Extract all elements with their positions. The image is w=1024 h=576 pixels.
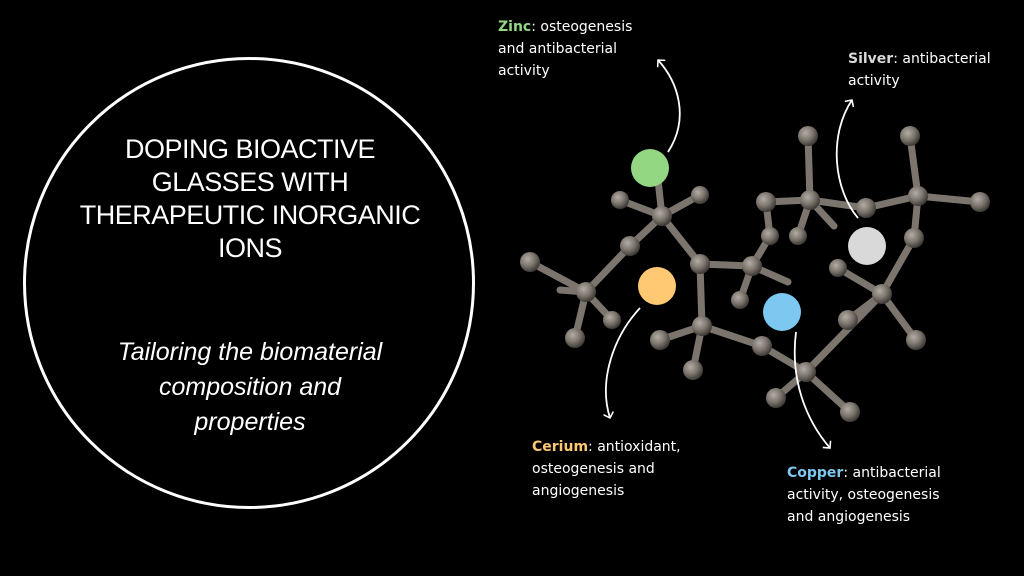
cerium-arrow	[603, 307, 641, 420]
zinc-ion	[631, 149, 669, 187]
silver-ion	[848, 227, 886, 265]
connector-arrows	[603, 59, 859, 449]
zinc-description: activity	[498, 63, 550, 79]
copper-ion	[763, 293, 801, 331]
silver-label: Silver: antibacterial activity	[848, 48, 991, 92]
silver-description: activity	[848, 73, 900, 89]
silver-description: : antibacterial	[893, 51, 991, 67]
subtitle-line: composition and	[158, 373, 342, 401]
copper-name: Copper	[787, 465, 844, 481]
title-line: THERAPEUTIC INORGANIC	[79, 200, 421, 230]
cerium-label: Cerium: antioxidant, osteogenesis and an…	[532, 436, 681, 502]
copper-description: activity, osteogenesis	[787, 487, 940, 503]
copper-description: and angiogenesis	[787, 509, 911, 525]
copper-arrow	[793, 331, 832, 449]
title-circle	[23, 57, 475, 509]
zinc-name: Zinc	[498, 19, 532, 35]
copper-description: : antibacterial	[843, 465, 941, 481]
subtitle-line: properties	[194, 408, 306, 436]
subtitle-line: Tailoring the biomaterial	[117, 338, 383, 366]
zinc-label: Zinc: osteogenesis and antibacterial act…	[498, 16, 632, 82]
zinc-description: : osteogenesis	[531, 19, 633, 35]
slide-subtitle: Tailoring the biomaterial composition an…	[70, 335, 430, 440]
cerium-ion	[638, 267, 676, 305]
slide-title: DOPING BIOACTIVE GLASSES WITH THERAPEUTI…	[50, 133, 450, 265]
molecule-atoms	[520, 126, 990, 422]
silver-arrow	[835, 99, 859, 219]
cerium-description: : antioxidant,	[588, 439, 681, 455]
cerium-name: Cerium	[532, 439, 589, 455]
cerium-description: angiogenesis	[532, 483, 625, 499]
title-line: IONS	[217, 233, 283, 263]
title-line: DOPING BIOACTIVE	[124, 134, 376, 164]
cerium-description: osteogenesis and	[532, 461, 655, 477]
copper-label: Copper: antibacterial activity, osteogen…	[787, 462, 941, 528]
zinc-arrow	[656, 59, 681, 153]
silver-name: Silver	[848, 51, 894, 67]
title-line: GLASSES WITH	[151, 167, 349, 197]
zinc-description: and antibacterial	[498, 41, 617, 57]
